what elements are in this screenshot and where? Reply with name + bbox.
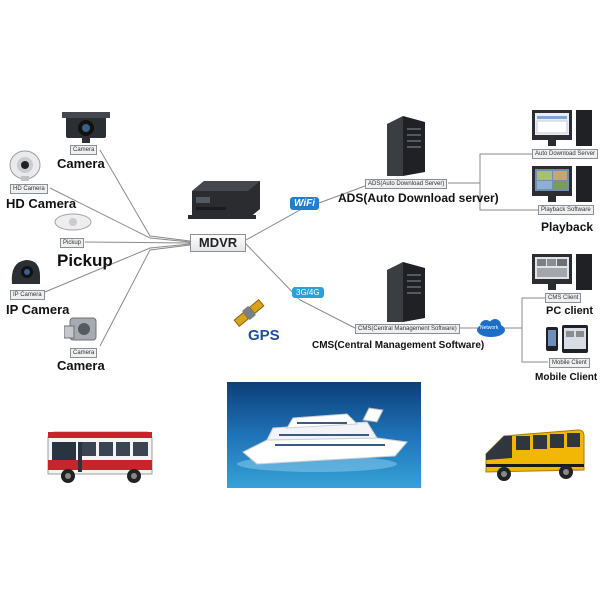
- city-bus-image: [47, 431, 153, 483]
- pickup-label: Pickup: [57, 251, 113, 270]
- pc-client-icon: [532, 254, 592, 290]
- playback-label: Playback: [541, 220, 594, 234]
- ads-label: ADS(Auto Download server): [338, 191, 499, 205]
- gps-label: GPS: [248, 327, 280, 344]
- cruise-ship-image: [227, 382, 421, 488]
- mdvr-label-box: MDVR: [190, 234, 246, 252]
- network-cloud-icon: [477, 319, 505, 337]
- cms-server-icon: [387, 262, 425, 322]
- school-bus-image: [485, 429, 585, 481]
- metal-camera-icon: [64, 317, 97, 341]
- ads-tag: ADS(Auto Download Server): [365, 179, 448, 189]
- pc-client-tag: CMS Client: [545, 293, 582, 303]
- mdvr-device-icon: [188, 181, 260, 219]
- ip-camera-label: IP Camera: [6, 302, 70, 317]
- pc-client-label: PC client: [546, 305, 594, 317]
- mobile-client-tag: Mobile Client: [549, 358, 590, 368]
- camera-tag: Camera: [70, 145, 98, 155]
- camera-bottom-tag: Camera: [70, 348, 98, 358]
- cms-label: CMS(Central Management Software): [312, 340, 485, 351]
- bullet-camera-icon: [62, 112, 110, 143]
- ip-camera-tag: IP Camera: [10, 290, 45, 300]
- pickup-tag: Pickup: [60, 238, 85, 248]
- playback-tag: Playback Software: [538, 205, 594, 215]
- dome-camera-icon: [9, 150, 41, 181]
- ads-server-icon: [387, 116, 425, 176]
- camera-label: Camera: [57, 156, 105, 171]
- pickup-microphone-icon: [54, 213, 92, 231]
- hd-camera-label: HD Camera: [6, 196, 77, 211]
- camera-bottom-label: Camera: [57, 358, 105, 373]
- cellular-badge: 3G/4G: [292, 287, 324, 298]
- hd-camera-tag: HD Camera: [10, 184, 48, 194]
- auto-download-pc-icon: [532, 110, 592, 146]
- playback-pc-icon: [532, 166, 592, 202]
- wifi-badge: WiFi: [290, 197, 320, 210]
- mobile-client-label: Mobile Client: [535, 372, 598, 383]
- ip-camera-icon: [11, 260, 40, 284]
- cms-tag: CMS(Central Management Software): [355, 324, 460, 334]
- auto-download-tag: Auto Download Server: [532, 149, 599, 159]
- satellite-icon: [233, 298, 265, 328]
- network-label: Network: [480, 325, 499, 331]
- mdvr-label: MDVR: [198, 235, 238, 250]
- mobile-client-icon: [546, 325, 588, 353]
